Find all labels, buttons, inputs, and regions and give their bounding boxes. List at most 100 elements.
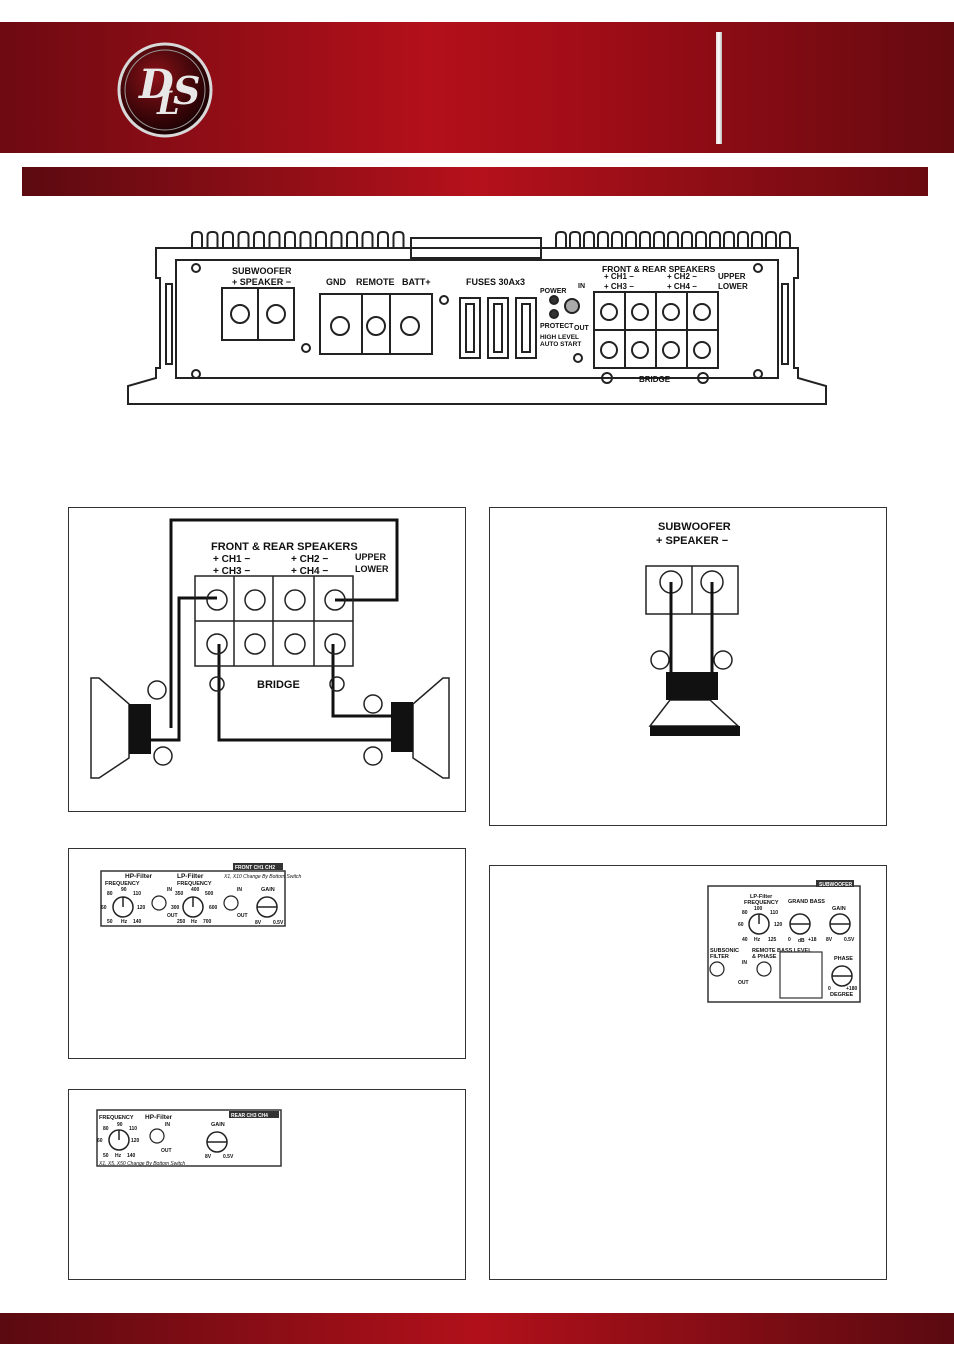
amp-ch2-label: + CH2 − — [667, 272, 697, 281]
heatsink-fin — [222, 231, 234, 248]
front-lp-switch[interactable] — [223, 895, 239, 911]
sub-remote-port[interactable] — [756, 961, 772, 977]
front-lp-frequency: FREQUENCY — [177, 881, 212, 887]
front-controls-panel: FRONT CH1 CH2 HP-Filter FREQUENCY 90 80 … — [100, 863, 301, 927]
rear-gain-min: 8V — [205, 1154, 212, 1160]
amp-high-level-label: HIGH LEVEL — [540, 334, 579, 341]
front-hp-tick-hz: Hz — [121, 919, 128, 925]
front-lp-tick-350: 350 — [175, 891, 184, 897]
rear-tick-hz: Hz — [115, 1153, 122, 1159]
front-lp-tick-300: 300 — [171, 905, 180, 911]
sub-remote-bass: REMOTE BASS LEVEL — [752, 948, 812, 954]
front-lp-in: IN — [237, 887, 242, 893]
sub-tag: SUBWOOFER — [819, 882, 852, 888]
rear-hp-switch[interactable] — [149, 1128, 165, 1144]
dls-logo: D L S — [117, 42, 213, 138]
front-hp-in: IN — [167, 887, 172, 893]
heatsink-fin — [751, 231, 763, 248]
amp-gnd-label: GND — [326, 277, 347, 287]
header-banner: D L S — [0, 22, 954, 153]
sub-gain-max: 0.5V — [844, 937, 855, 943]
front-lp-tick-250: 250 — [177, 919, 186, 925]
front-lp-tick-hz: Hz — [191, 919, 198, 925]
bridge-title: FRONT & REAR SPEAKERS — [211, 541, 358, 553]
amp-ch1-label: + CH1 − — [604, 272, 634, 281]
sub-subsonic-switch[interactable] — [709, 961, 725, 977]
rear-tick-90: 90 — [117, 1122, 123, 1128]
front-hp-tick-60: 60 — [101, 905, 107, 911]
heatsink-fin — [765, 231, 777, 248]
sub-lp-tick-60: 60 — [738, 922, 744, 928]
heatsink-fin — [597, 231, 609, 248]
front-gain-min: 8V — [255, 920, 262, 926]
logo-letter-s: S — [173, 68, 200, 113]
heatsink-fin — [191, 231, 203, 248]
rear-frequency: FREQUENCY — [99, 1115, 134, 1121]
amp-front-rear-label: FRONT & REAR SPEAKERS — [602, 264, 716, 274]
sub-phase-tick-180: +180 — [846, 986, 857, 992]
front-lp-filter: LP-Filter — [177, 873, 204, 880]
amp-ch3-label: + CH3 − — [604, 282, 634, 291]
sub-degree: DEGREE — [830, 992, 854, 998]
rear-tick-120: 120 — [131, 1138, 140, 1144]
sub-gain-min: 8V — [826, 937, 833, 943]
front-hp-frequency: FREQUENCY — [105, 881, 140, 887]
front-gain-max: 0.5V — [273, 920, 284, 926]
front-tag: FRONT CH1 CH2 — [235, 865, 275, 871]
bridge-ch3: + CH3 − — [213, 566, 250, 577]
amp-protect-label: PROTECT — [540, 323, 574, 330]
bridge-ch2: + CH2 − — [291, 554, 328, 565]
heatsink-fin — [583, 231, 595, 248]
bridge-label: BRIDGE — [257, 679, 300, 691]
header-divider — [716, 32, 722, 144]
sub-lp-tick-120: 120 — [774, 922, 783, 928]
heatsink-fin — [709, 231, 721, 248]
sub-grand-tick-18: +18 — [808, 937, 817, 943]
sub-remote-port-box — [779, 951, 823, 999]
heatsink-fin — [681, 231, 693, 248]
heatsink-fin — [361, 231, 374, 248]
heatsink-fin — [377, 231, 389, 248]
rear-tick-80: 80 — [103, 1126, 109, 1132]
front-lp-tick-600: 600 — [209, 905, 218, 911]
heatsink-fin — [315, 231, 327, 248]
heatsink-fin — [392, 231, 405, 248]
front-hp-tick-140: 140 — [133, 919, 142, 925]
amp-power-label: POWER — [540, 288, 566, 295]
heatsink-fin — [284, 231, 296, 248]
front-lp-tick-700: 700 — [203, 919, 212, 925]
amp-auto-start-label: AUTO START — [540, 341, 581, 348]
sub-grand-tick-db: dB — [798, 938, 805, 944]
heatsink-fin — [695, 231, 707, 248]
amp-remote-label: REMOTE — [356, 277, 395, 287]
front-hp-tick-50: 50 — [107, 919, 113, 925]
sub-in: IN — [742, 960, 747, 966]
heatsink-fin — [653, 231, 665, 248]
front-hp-switch[interactable] — [151, 895, 167, 911]
rear-tick-110: 110 — [129, 1126, 137, 1132]
bridge-wiring-diagram: FRONT & REAR SPEAKERS + CH1 − + CH2 − + … — [90, 518, 450, 779]
heatsink-fin — [569, 231, 581, 248]
sub-lp-frequency: FREQUENCY — [744, 900, 779, 906]
sub-diagram-speaker: + SPEAKER − — [656, 535, 728, 547]
amp-fuses-label: FUSES 30Ax3 — [466, 277, 525, 287]
heatsink-fin — [555, 231, 567, 248]
sub-phase-amp: & PHASE — [752, 954, 777, 960]
heatsink-fin — [206, 231, 219, 248]
heatsink-fin — [667, 231, 679, 248]
bridge-lower: LOWER — [355, 564, 389, 574]
sub-lp-tick-80: 80 — [742, 910, 748, 916]
sub-lp-tick-100: 100 — [754, 906, 763, 912]
bridge-upper: UPPER — [355, 552, 387, 562]
subwoofer-wiring-diagram: SUBWOOFER + SPEAKER − — [645, 521, 740, 736]
footer-bar — [0, 1313, 954, 1344]
bridge-ch4: + CH4 − — [291, 566, 328, 577]
sub-filter: FILTER — [710, 954, 729, 960]
sub-phase: PHASE — [834, 956, 853, 962]
subwoofer-wiring-box: SUBWOOFER + SPEAKER − — [489, 507, 887, 826]
amp-bridge-label: BRIDGE — [639, 375, 671, 384]
front-hp-tick-120: 120 — [137, 905, 146, 911]
front-hp-filter: HP-Filter — [125, 873, 153, 880]
heatsink-fin — [611, 231, 623, 248]
sub-out: OUT — [738, 980, 749, 986]
